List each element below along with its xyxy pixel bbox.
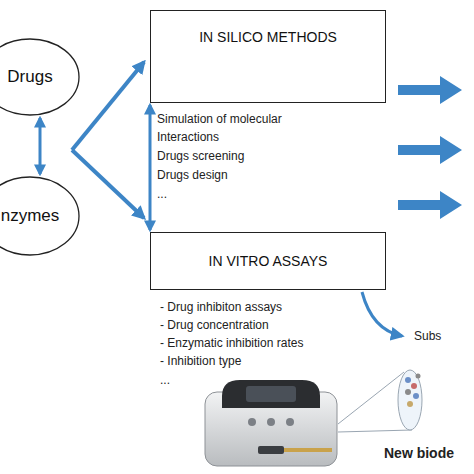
zoom-line: [338, 430, 412, 432]
annotation-text: Subs: [414, 327, 474, 345]
curved-arrow: [362, 292, 402, 336]
double-arrow: [149, 105, 152, 230]
node-label: IN VITRO ASSAYS: [209, 253, 328, 269]
annotation-text: Simulation of molecular Interactions: [157, 110, 307, 146]
entity-ellipse: Drugs: [0, 38, 80, 116]
molecule-icon: [405, 374, 421, 408]
annotation-text: - Inhibition type: [160, 352, 380, 370]
ellipse-shape: [0, 39, 79, 115]
node-label: IN SILICO METHODS: [199, 29, 337, 45]
annotation-text: New biode: [384, 444, 474, 462]
biosensor-device: [205, 380, 337, 466]
annotation-text: Drugs screening: [157, 147, 357, 165]
annotation-text: ...: [157, 185, 357, 203]
zoom-line: [338, 372, 404, 424]
node-label: nzymes: [1, 206, 60, 226]
zoom-lens: [398, 370, 422, 430]
annotation-text: ...: [160, 371, 380, 389]
method-box: IN VITRO ASSAYS: [150, 232, 386, 290]
branch-arrow: [72, 150, 144, 218]
block-arrow: [398, 136, 462, 164]
branch-arrow: [72, 62, 144, 150]
block-arrow: [398, 76, 462, 104]
double-arrow: [39, 118, 42, 174]
annotation-text: - Drug inhibiton assays: [160, 298, 380, 316]
node-label: Drugs: [7, 67, 52, 87]
ellipse-shape: [0, 177, 79, 255]
annotation-text: - Drug concentration: [160, 316, 380, 334]
entity-ellipse: nzymes: [0, 176, 80, 256]
annotation-text: - Enzymatic inhibition rates: [160, 334, 380, 352]
block-arrow: [398, 191, 462, 219]
method-box: IN SILICO METHODS: [150, 10, 386, 103]
annotation-text: Drugs design: [157, 166, 357, 184]
